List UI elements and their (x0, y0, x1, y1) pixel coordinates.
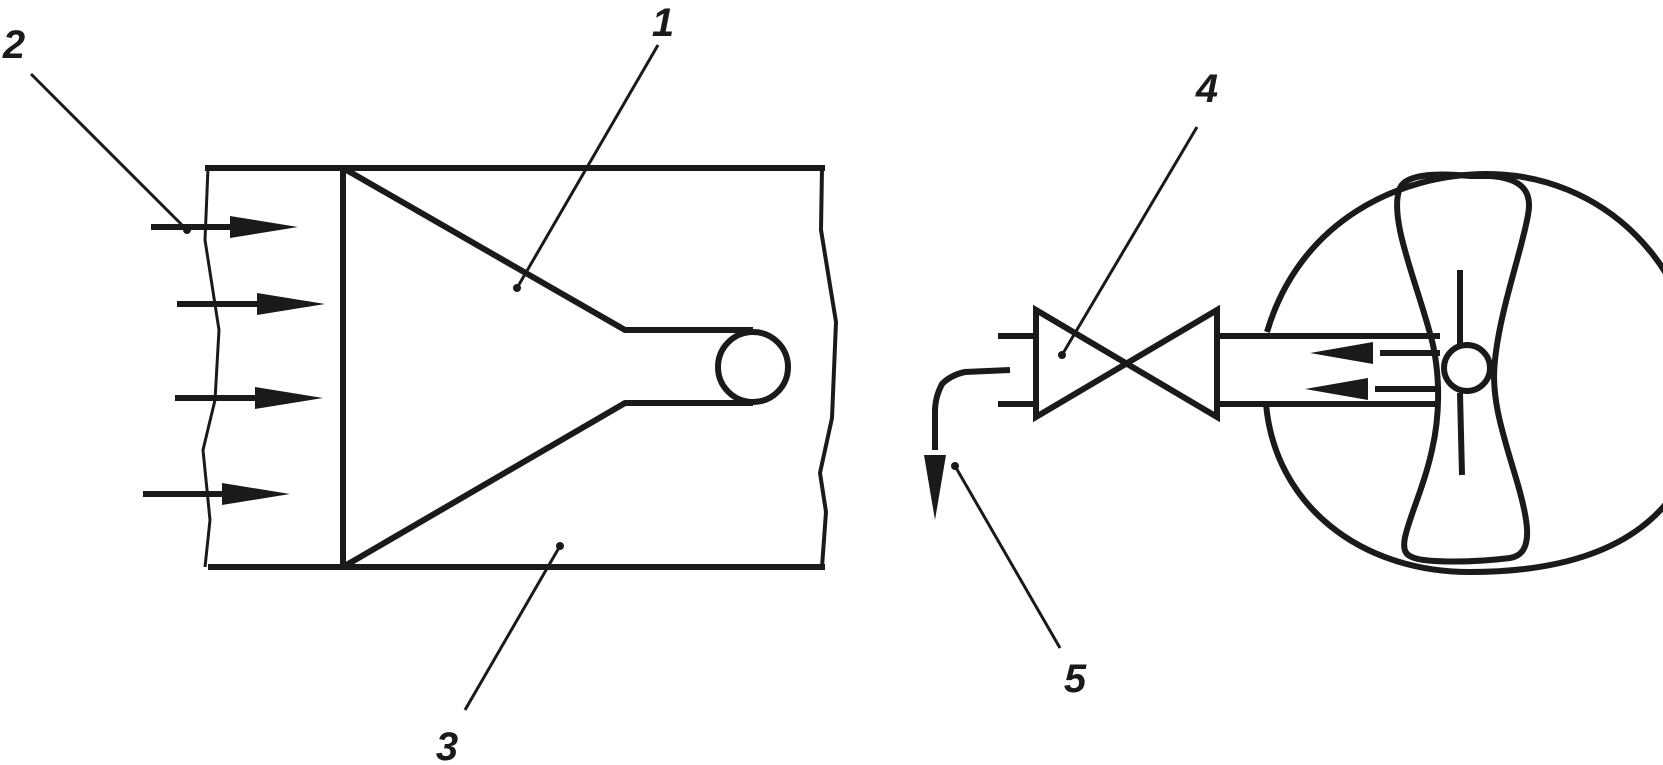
flow-arrow (143, 483, 290, 505)
callout-label-3: 3 (436, 725, 458, 765)
return-arrow (1310, 342, 1440, 364)
shaft-lower (1457, 392, 1465, 476)
left-figure (29, 44, 839, 711)
right-break-line (817, 167, 839, 568)
outlet-flow (924, 367, 1011, 520)
callout-label-2: 2 (2, 23, 25, 67)
flow-arrows-in (143, 216, 325, 505)
right-figure (924, 126, 1663, 649)
propeller-blade (1394, 171, 1532, 565)
funnel-lower-edge (341, 400, 753, 570)
flow-arrow (151, 216, 298, 238)
leader-line-2 (29, 72, 191, 234)
return-arrows (1305, 342, 1440, 400)
callout-label-4: 4 (1195, 67, 1218, 111)
nozzle-bowtie (1033, 304, 1220, 423)
leader-line-1 (513, 44, 660, 292)
callout-label-5: 5 (1064, 657, 1087, 701)
return-arrow (1305, 378, 1440, 400)
funnel-upper-edge (341, 165, 753, 333)
flow-arrow (175, 387, 323, 409)
leader-line-5 (951, 462, 1062, 649)
callout-label-1: 1 (652, 1, 674, 45)
leader-line-3 (463, 542, 564, 711)
flow-arrow (177, 293, 325, 315)
leader-line-4 (1058, 126, 1199, 359)
housing-outline (1263, 170, 1663, 576)
tube-circle (715, 329, 791, 405)
hub-circle (1441, 342, 1493, 394)
